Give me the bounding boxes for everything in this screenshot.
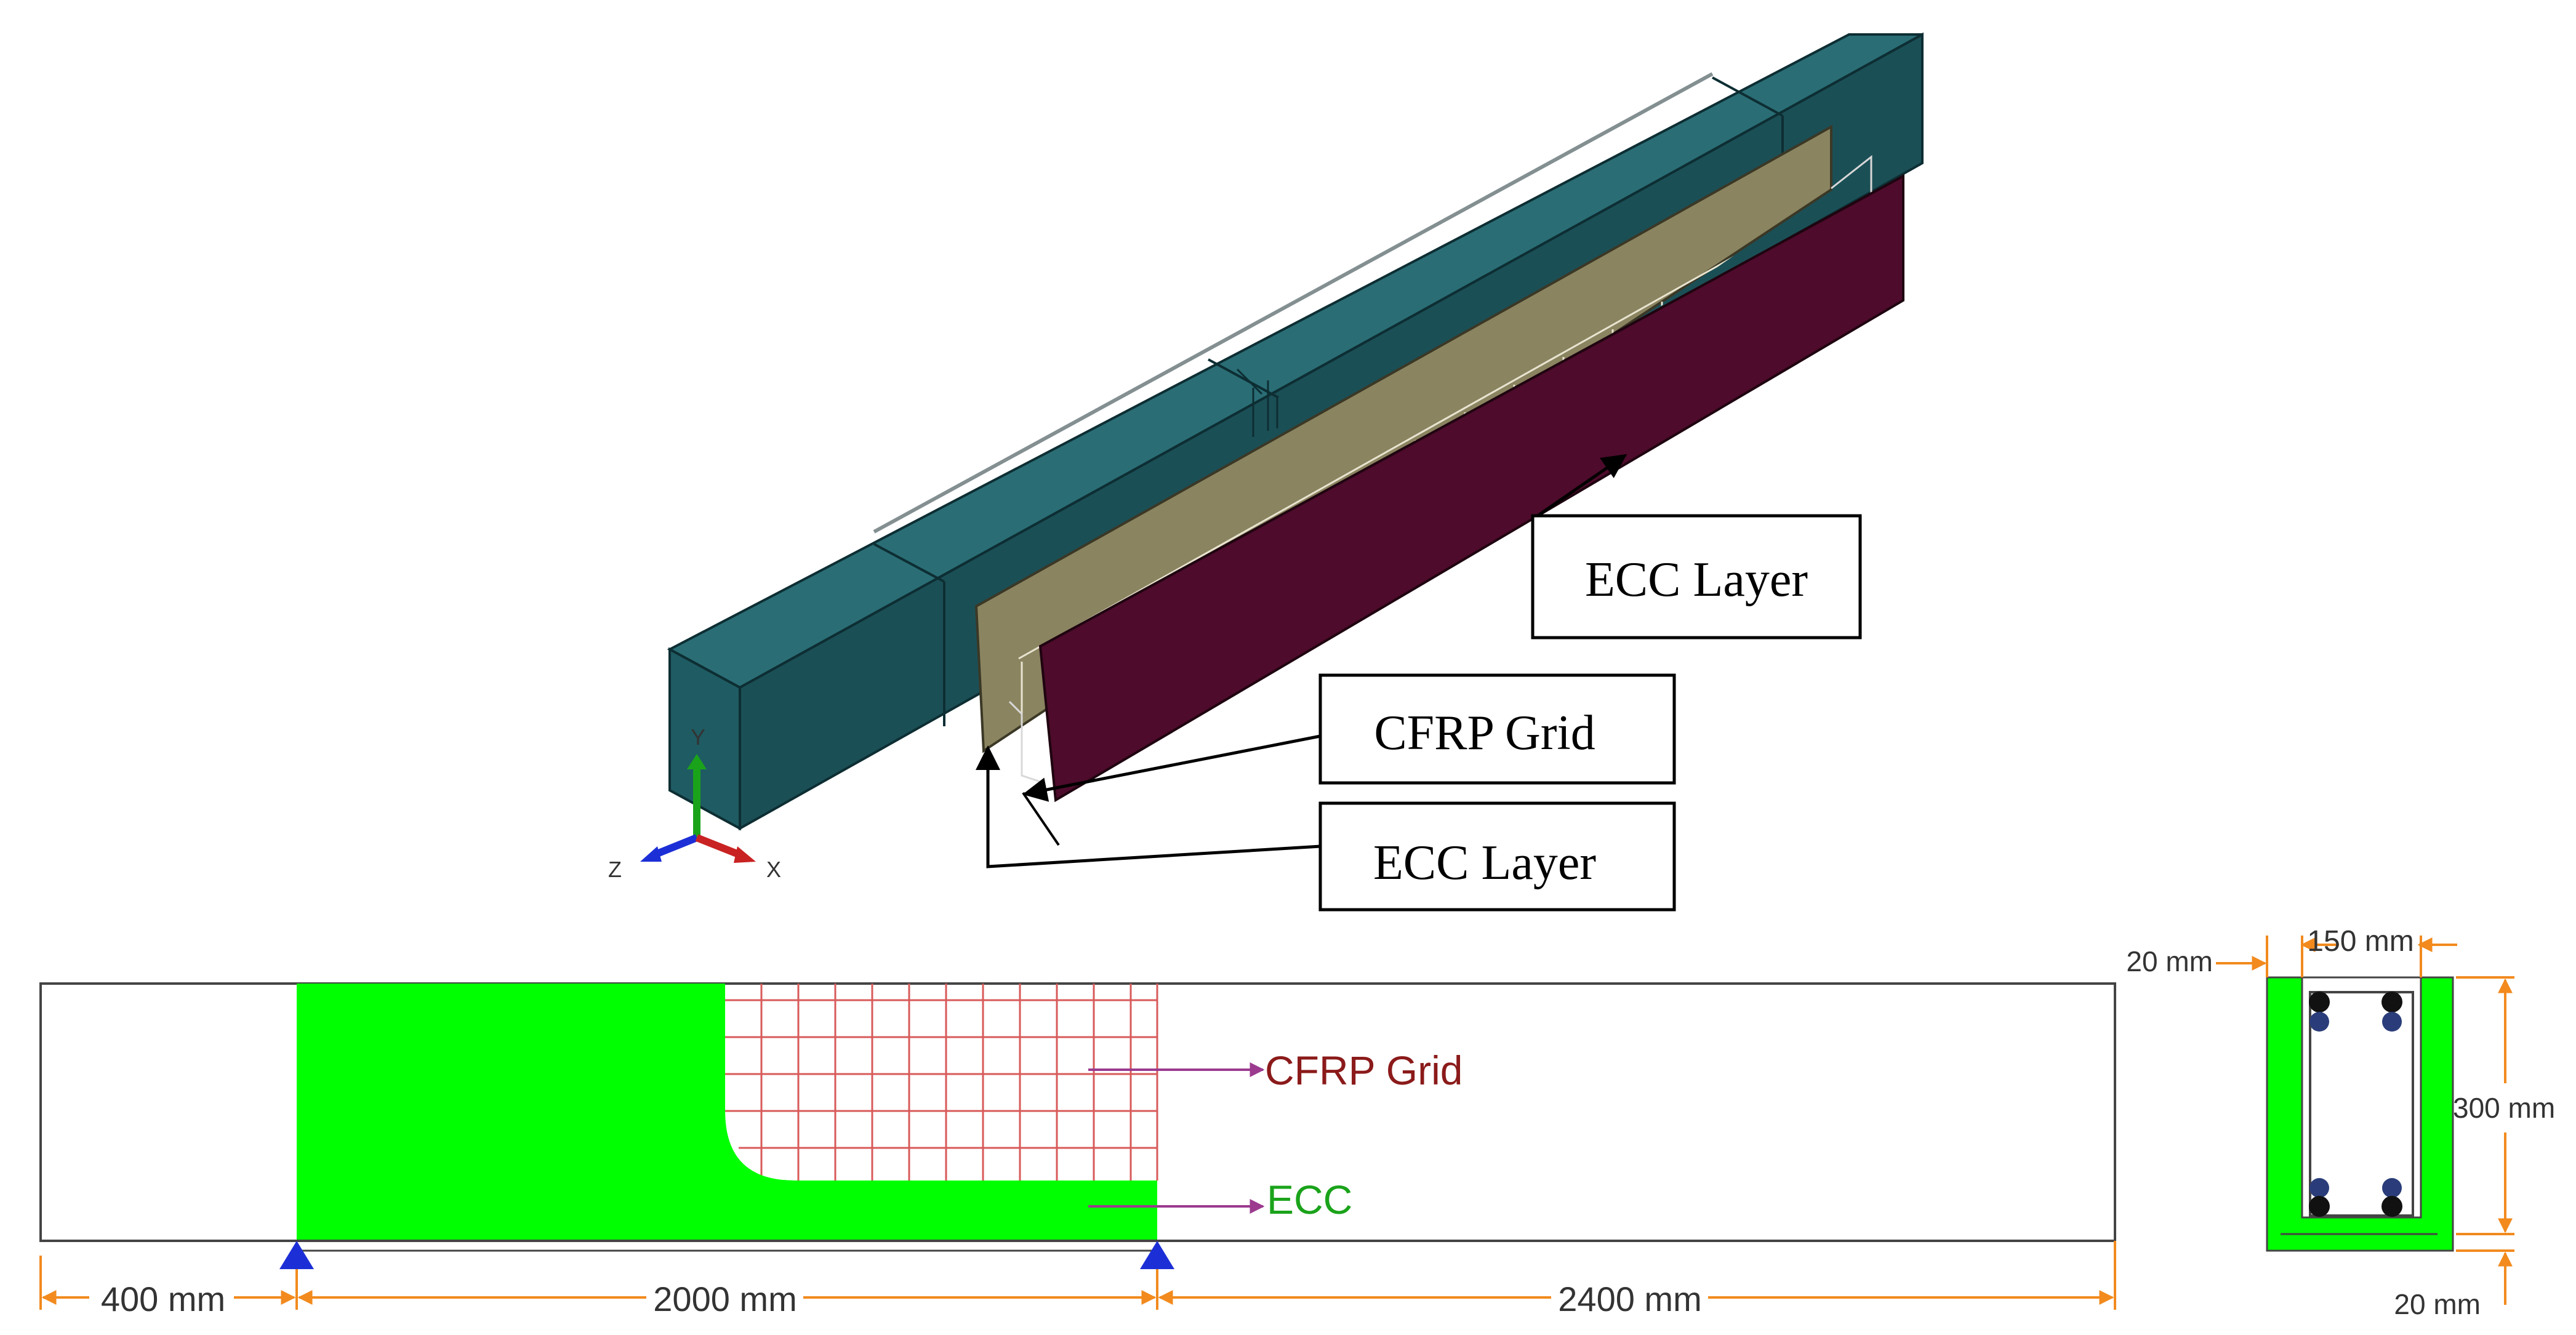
callout-leader-ecc-bottom-branch — [1022, 792, 1060, 846]
cfrp-grid — [725, 984, 1158, 1181]
rebar-bottom-right-2 — [2382, 1178, 2402, 1198]
axis-x-label: X — [766, 857, 781, 882]
callout-text-ecc-bottom: ECC Layer — [1373, 836, 1596, 890]
callout-leader-cfrp — [1022, 734, 1324, 802]
cross-section: 150 mm 20 mm 300 mm 20 mm — [2126, 925, 2555, 1320]
elevation-dimensions — [39, 1241, 2116, 1310]
rebar-bottom-right — [2381, 1196, 2402, 1217]
section-stirrup — [2309, 991, 2414, 1217]
beam-seam — [873, 543, 945, 583]
beam-seam — [1208, 358, 1279, 399]
ecc-label: ECC — [1267, 1177, 1352, 1222]
beam-elevation: CFRP Grid ECC 400 mm 2000 mm 2400 mm — [39, 982, 2116, 1318]
rebar-top-right — [2381, 992, 2402, 1012]
axis-z-label: Z — [608, 857, 622, 882]
section-dim-height: 300 mm — [2453, 1092, 2555, 1124]
beam-3d-model: Y Z X ECC Layer CFRP Grid ECC Layer — [608, 32, 1924, 912]
callout-leader-ecc-bottom — [976, 745, 1321, 868]
section-dim-width: 150 mm — [2307, 925, 2413, 958]
section-dim-cover-top: 20 mm — [2126, 945, 2213, 977]
rebar-bottom-left — [2309, 1196, 2330, 1217]
callout-box-ecc-bottom — [1318, 801, 1676, 912]
cfrp-label: CFRP Grid — [1265, 1048, 1463, 1093]
rebar-top-left — [2309, 992, 2330, 1012]
axis-y-label: Y — [691, 724, 705, 750]
callout-leader-ecc-top — [1536, 454, 1627, 518]
dim-middle: 2000 mm — [653, 1280, 796, 1318]
axis-triad: Y Z X — [608, 724, 781, 882]
beam-seam — [1236, 368, 1263, 395]
beam-seam — [1712, 76, 1783, 117]
ecc-layer-panel — [1038, 174, 1904, 803]
rebar-top-left-2 — [2309, 1012, 2329, 1032]
section-dim-cover-bottom: 20 mm — [2394, 1288, 2481, 1320]
callout-text-cfrp: CFRP Grid — [1374, 706, 1595, 760]
rebar-bottom-left-2 — [2309, 1178, 2329, 1198]
left-support — [279, 1241, 314, 1269]
callout-box-cfrp — [1318, 673, 1676, 785]
section-dimensions — [2216, 936, 2514, 1305]
right-support — [1140, 1241, 1174, 1269]
callout-box-ecc-top — [1531, 514, 1862, 639]
dim-right: 2400 mm — [1558, 1280, 1701, 1318]
ecc-corner-fill — [725, 984, 795, 1181]
rebar-top-right-2 — [2382, 1012, 2402, 1032]
ecc-region — [297, 984, 1157, 1241]
callout-text-ecc-top: ECC Layer — [1585, 553, 1808, 607]
beam-top-edge-shadow — [873, 72, 1714, 534]
ecc-soffit-strip — [297, 1181, 1157, 1241]
dim-left: 400 mm — [101, 1280, 225, 1318]
